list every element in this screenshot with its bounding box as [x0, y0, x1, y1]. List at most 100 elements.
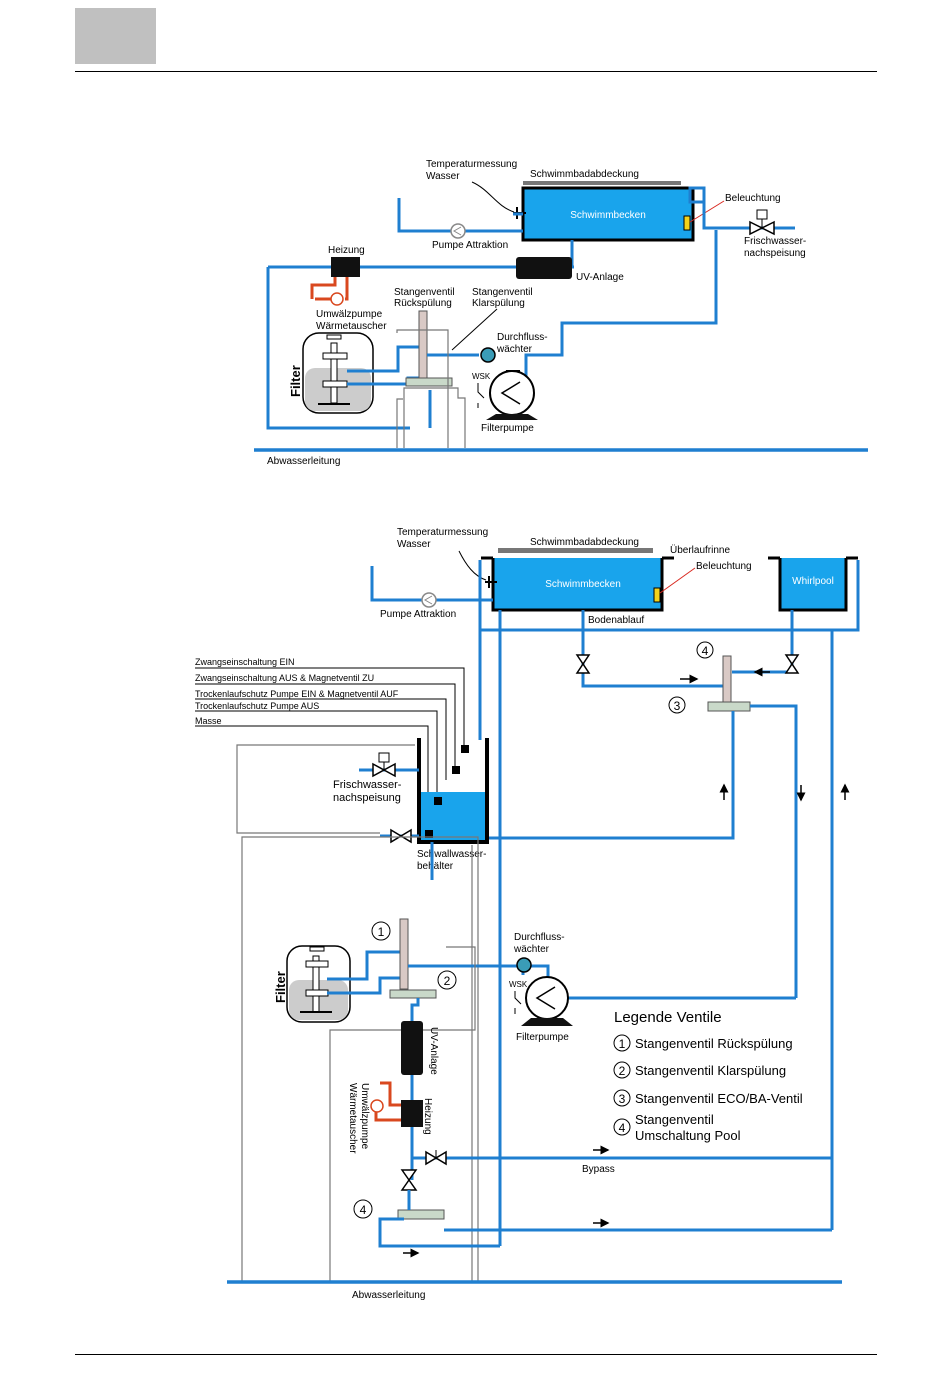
upper-flow-label-1: Durchfluss- — [497, 332, 548, 343]
upper-flow-meter-icon — [480, 347, 496, 363]
upper-temp-label-2: Wasser — [426, 171, 460, 182]
upper-temp-label-1: Temperaturmessung — [426, 159, 517, 170]
lower-filter-pump-icon — [521, 976, 573, 1026]
upper-waste-label: Abwasserleitung — [267, 456, 340, 467]
upper-heater-label: Heizung — [328, 245, 365, 256]
upper-valve-back-label-1: Stangenventil — [394, 287, 455, 298]
lower-temp-label-2: Wasser — [397, 539, 431, 550]
lower-waste-label: Abwasserleitung — [352, 1290, 425, 1301]
upper-filter-pump-icon — [486, 370, 538, 420]
legend-text-3: Stangenventil ECO/BA-Ventil — [635, 1091, 803, 1106]
lower-uv-icon — [401, 1021, 423, 1075]
lower-cover-label: Schwimmbadabdeckung — [530, 537, 639, 548]
lower-whirlpool — [778, 558, 848, 612]
lower-valve-4-bottom-icon — [397, 1209, 445, 1220]
page-header-box — [75, 8, 156, 64]
lower-wsk-label: WSK — [509, 980, 528, 989]
lower-pump-attraction-icon — [421, 592, 437, 608]
lower-bottom-drain-label: Bodenablauf — [588, 615, 644, 626]
lower-surge-tank — [417, 738, 489, 844]
upper-valve-back-icon — [418, 310, 428, 387]
upper-circ-pump-label-1: Umwälzpumpe — [316, 309, 383, 320]
lower-tank-label-1: Schwallwasser- — [417, 849, 486, 860]
legend-text-2: Stangenventil Klarspülung — [635, 1063, 786, 1078]
lower-marker-3: 3 — [674, 699, 681, 713]
lower-pool — [491, 558, 664, 612]
lower-fresh-valve-icon — [372, 752, 396, 778]
upper-valve-clear-label-1: Stangenventil — [472, 287, 533, 298]
lower-pump-attraction-label: Pumpe Attraktion — [380, 609, 456, 620]
lower-filter-label: Filter — [273, 971, 288, 1003]
legend-text-4b: Umschaltung Pool — [635, 1128, 741, 1143]
legend-num-2: 2 — [619, 1064, 626, 1078]
lower-signal-1: Zwangseinschaltung EIN — [195, 657, 295, 667]
header-rule — [75, 71, 877, 72]
upper-uv-icon — [516, 257, 572, 279]
lower-bypass-label: Bypass — [582, 1164, 615, 1175]
legend-title: Legende Ventile — [614, 1009, 722, 1026]
lower-fresh-label-2: nachspeisung — [333, 792, 401, 804]
legend-num-4: 4 — [619, 1121, 626, 1135]
upper-fresh-label-2: nachspeisung — [744, 248, 806, 259]
upper-pump-attraction-icon — [450, 223, 466, 239]
lower-tank-label-2: behälter — [417, 861, 454, 872]
legend-text-1: Stangenventil Rückspülung — [635, 1036, 793, 1051]
lower-main-valve-icon — [400, 1169, 418, 1191]
upper-valve-clear-label-2: Klarspülung — [472, 298, 525, 309]
lower-filter-pump-label: Filterpumpe — [516, 1032, 569, 1043]
lower-circ-pump-icon — [370, 1099, 384, 1113]
lower-whirlpool-label: Whirlpool — [792, 576, 834, 587]
lower-overflow-label: Überlaufrinne — [670, 544, 730, 556]
upper-pool — [521, 186, 695, 242]
lower-pool-cover — [498, 548, 653, 553]
upper-filter-pump-label: Filterpumpe — [481, 423, 534, 434]
upper-pool-label: Schwimmbecken — [570, 210, 646, 221]
upper-uv-label: UV-Anlage — [576, 272, 624, 283]
upper-circ-pump-icon — [330, 292, 344, 306]
upper-diagram: Schwimmbecken Temperaturmessung Wasser S… — [254, 159, 868, 467]
lower-signal-4: Trockenlaufschutz Pumpe AUS — [195, 701, 319, 711]
upper-valve-clear-icon — [405, 377, 453, 387]
lower-fresh-label-1: Frischwasser- — [333, 779, 402, 791]
upper-cover-label: Schwimmbadabdeckung — [530, 169, 639, 180]
lower-pool-label: Schwimmbecken — [545, 579, 621, 590]
lower-circ-pump-label-2: Wärmetauscher — [347, 1083, 358, 1154]
upper-filter-label: Filter — [288, 365, 303, 397]
lower-flow-meter-icon — [516, 957, 532, 973]
upper-valve-back-label-2: Rückspülung — [394, 298, 452, 309]
lower-valve-pool-icon — [575, 654, 591, 674]
lower-valve-4-top-icon — [722, 655, 732, 709]
upper-flow-label-2: wächter — [496, 344, 533, 355]
lower-signal-3: Trockenlaufschutz Pumpe EIN & Magnetvent… — [195, 689, 399, 699]
lower-marker-2: 2 — [444, 974, 451, 988]
upper-pool-cover — [523, 181, 681, 185]
lower-light-label: Beleuchtung — [696, 561, 752, 572]
upper-light-label: Beleuchtung — [725, 193, 781, 204]
lower-signal-5: Masse — [195, 716, 222, 726]
lower-valve-3-icon — [707, 701, 751, 712]
lower-signal-2: Zwangseinschaltung AUS & Magnetventil ZU — [195, 673, 374, 683]
upper-circ-pump-label-2: Wärmetauscher — [316, 321, 387, 332]
lower-circ-pump-label-1: Umwälzpumpe — [359, 1083, 370, 1150]
lower-marker-1: 1 — [378, 925, 385, 939]
lower-valve-2-icon — [389, 989, 437, 999]
upper-fresh-label-1: Frischwasser- — [744, 236, 806, 247]
lower-heater-icon — [401, 1100, 423, 1127]
upper-light-icon — [683, 215, 691, 231]
lower-valve-whirlpool-icon — [784, 654, 800, 674]
lower-flow-label-1: Durchfluss- — [514, 932, 565, 943]
upper-pump-attraction-label: Pumpe Attraktion — [432, 240, 508, 251]
lower-filter-icon — [286, 945, 351, 1023]
lower-flow-label-2: wächter — [513, 944, 550, 955]
lower-light-icon — [653, 587, 661, 603]
upper-heater-icon — [331, 257, 360, 277]
lower-heater-label: Heizung — [422, 1098, 433, 1135]
legend-num-3: 3 — [619, 1092, 626, 1106]
footer-rule — [75, 1354, 877, 1355]
upper-filter-icon — [302, 332, 374, 414]
lower-diagram: Schwimmbecken Whirlpool Temperaturmessun… — [195, 527, 860, 1301]
upper-wsk-label: WSK — [472, 372, 491, 381]
lower-marker-4b: 4 — [360, 1203, 367, 1217]
lower-legend: Legende Ventile 1 Stangenventil Rückspül… — [613, 1009, 803, 1143]
